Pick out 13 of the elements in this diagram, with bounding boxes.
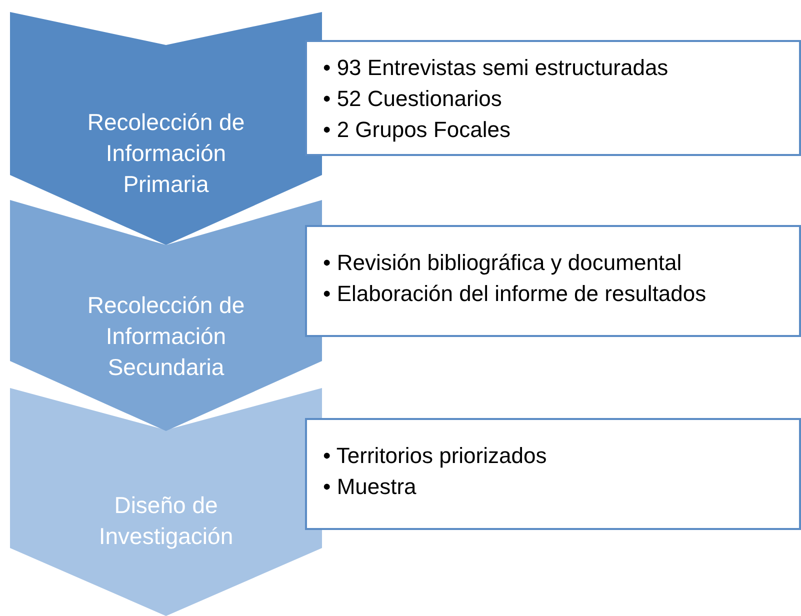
bullet-item: • 2 Grupos Focales	[323, 116, 512, 144]
stage-label: Recolección de Información Primaria	[86, 108, 246, 199]
list-panel	[305, 225, 801, 337]
stage-label: Diseño de Investigación	[98, 491, 234, 551]
stage-label: Recolección de Información Secundaria	[86, 291, 246, 382]
bullet-item: • Muestra	[323, 473, 418, 501]
bullet-item: • Territorios priorizados	[323, 442, 548, 470]
list-panel	[305, 418, 801, 530]
list-panel	[305, 40, 801, 156]
bullet-item: • Revisión bibliográfica y documental	[323, 249, 683, 277]
bullet-item: • 52 Cuestionarios	[323, 85, 503, 113]
bullet-item: • Elaboración del informe de resultados	[323, 280, 708, 308]
bullet-item: • 93 Entrevistas semi estructuradas	[323, 54, 670, 82]
